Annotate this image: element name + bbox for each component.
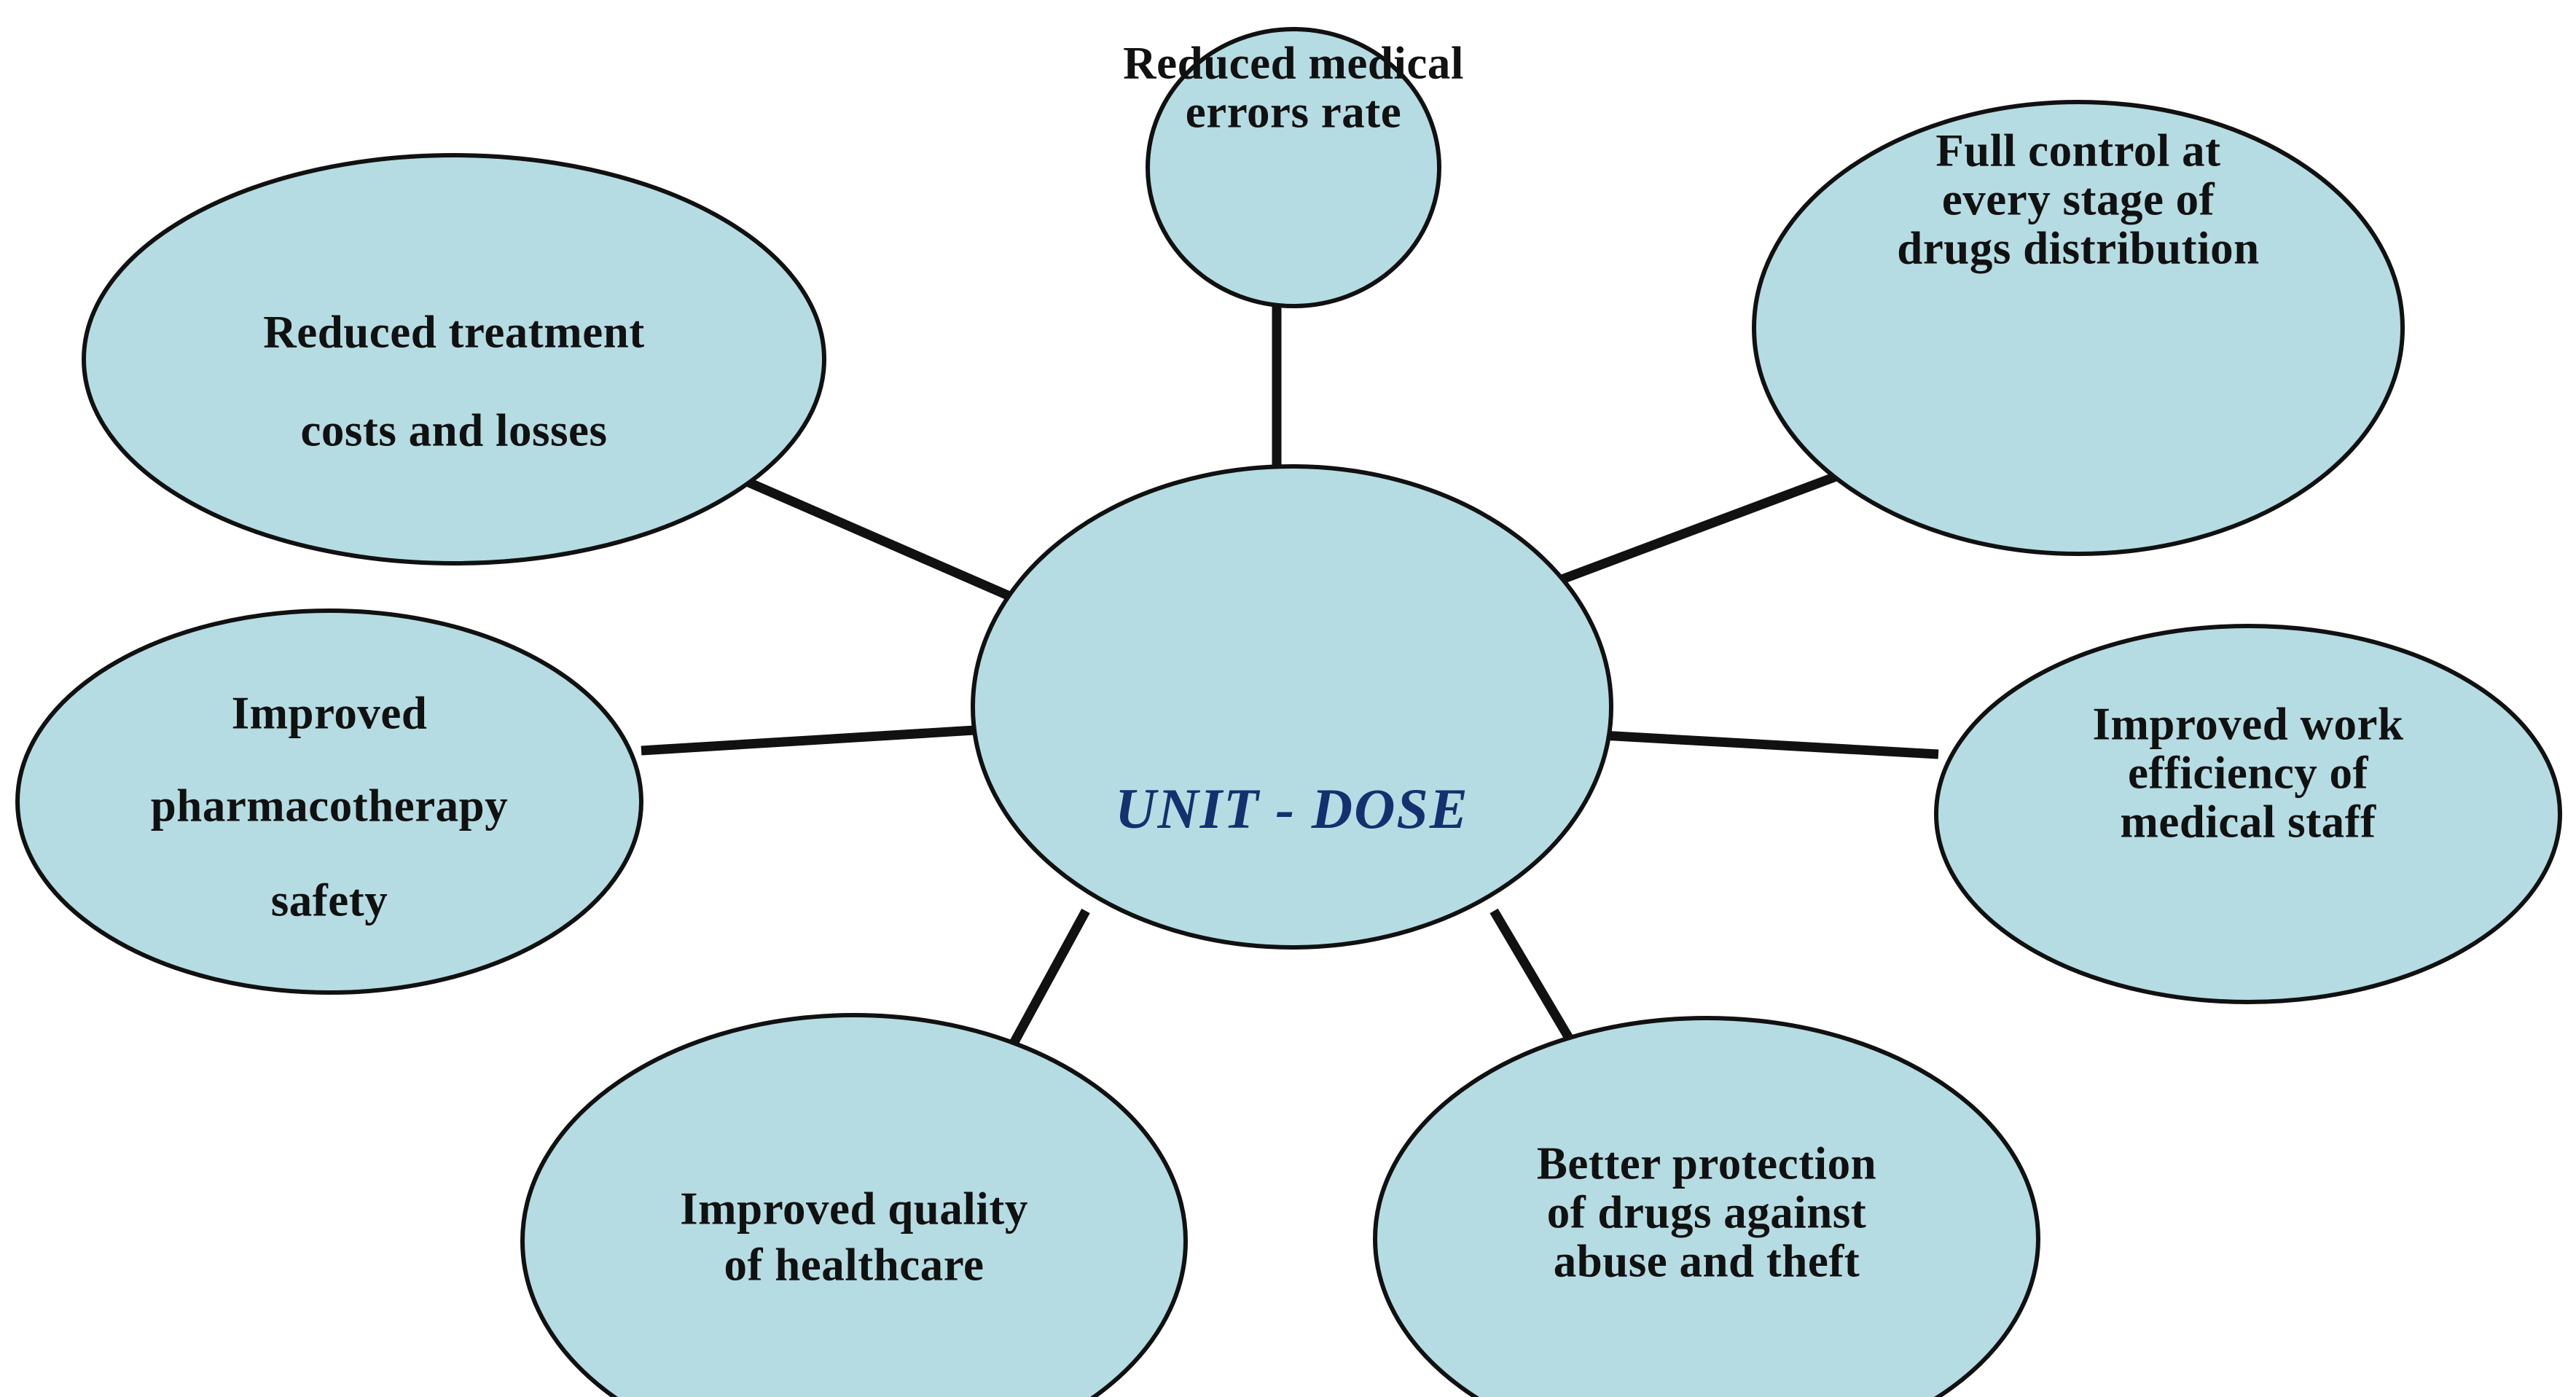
connector-center-to-top-right: [1550, 469, 1846, 588]
node-unit-dose-label: UNIT - DOSE: [1115, 777, 1469, 840]
connector-center-to-left: [641, 724, 999, 756]
connector-center-to-top-left: [727, 469, 1015, 602]
connector-group: [641, 306, 1939, 1074]
node-full-control-drugs-distribution-line-1: Full control at: [1935, 125, 2220, 176]
node-better-protection-of-drugs-shape[interactable]: [1373, 1016, 2040, 1397]
node-reduced-medical-errors-rate-line-2: errors rate: [1186, 86, 1401, 137]
node-improved-work-efficiency-line-1: Improved work: [2092, 698, 2403, 749]
node-unit-dose[interactable]: UNIT - DOSE: [971, 464, 1613, 950]
node-reduced-treatment-costs-line-1: Reduced treatment: [263, 306, 644, 357]
node-better-protection-of-drugs-line-1: Better protection: [1537, 1138, 1876, 1189]
node-improved-pharmacotherapy-safety[interactable]: Improved pharmacotherapy safety: [15, 609, 643, 995]
node-improved-quality-of-healthcare-shape[interactable]: [520, 1013, 1188, 1397]
node-improved-pharmacotherapy-safety-line-3: safety: [271, 874, 388, 926]
node-improved-work-efficiency-line-2: efficiency of: [2128, 747, 2369, 798]
node-reduced-medical-errors-rate[interactable]: Reduced medical errors rate: [1123, 27, 1464, 308]
node-unit-dose-shape[interactable]: [971, 464, 1613, 950]
node-reduced-medical-errors-rate-shape[interactable]: [1146, 27, 1441, 308]
node-full-control-drugs-distribution[interactable]: Full control at every stage of drugs dis…: [1752, 100, 2405, 556]
node-improved-work-efficiency-line-3: medical staff: [2120, 796, 2376, 847]
node-better-protection-of-drugs-line-3: abuse and theft: [1554, 1235, 1860, 1286]
node-improved-pharmacotherapy-safety-line-2: pharmacotherapy: [151, 780, 508, 831]
node-reduced-treatment-costs-shape[interactable]: [82, 153, 826, 566]
node-improved-quality-of-healthcare-line-2: of healthcare: [724, 1239, 984, 1290]
node-improved-pharmacotherapy-safety-shape[interactable]: [15, 609, 643, 995]
node-improved-pharmacotherapy-safety-line-1: Improved: [232, 687, 428, 738]
node-full-control-drugs-distribution-line-3: drugs distribution: [1897, 222, 2259, 273]
node-improved-quality-of-healthcare[interactable]: Improved quality of healthcare: [520, 1013, 1188, 1397]
node-better-protection-of-drugs[interactable]: Better protection of drugs against abuse…: [1373, 1016, 2040, 1397]
node-full-control-drugs-distribution-shape[interactable]: [1752, 100, 2405, 556]
node-full-control-drugs-distribution-line-2: every stage of: [1942, 173, 2215, 224]
node-reduced-medical-errors-rate-line-1: Reduced medical: [1123, 37, 1464, 88]
node-reduced-treatment-costs-line-2: costs and losses: [300, 404, 607, 455]
node-better-protection-of-drugs-line-2: of drugs against: [1547, 1186, 1867, 1237]
node-reduced-treatment-costs[interactable]: Reduced treatment costs and losses: [82, 153, 826, 566]
connector-center-to-right: [1588, 729, 1939, 759]
node-improved-quality-of-healthcare-line-1: Improved quality: [680, 1183, 1028, 1234]
node-improved-work-efficiency[interactable]: Improved work efficiency of medical staf…: [1934, 624, 2562, 1004]
node-improved-work-efficiency-shape[interactable]: [1934, 624, 2562, 1004]
